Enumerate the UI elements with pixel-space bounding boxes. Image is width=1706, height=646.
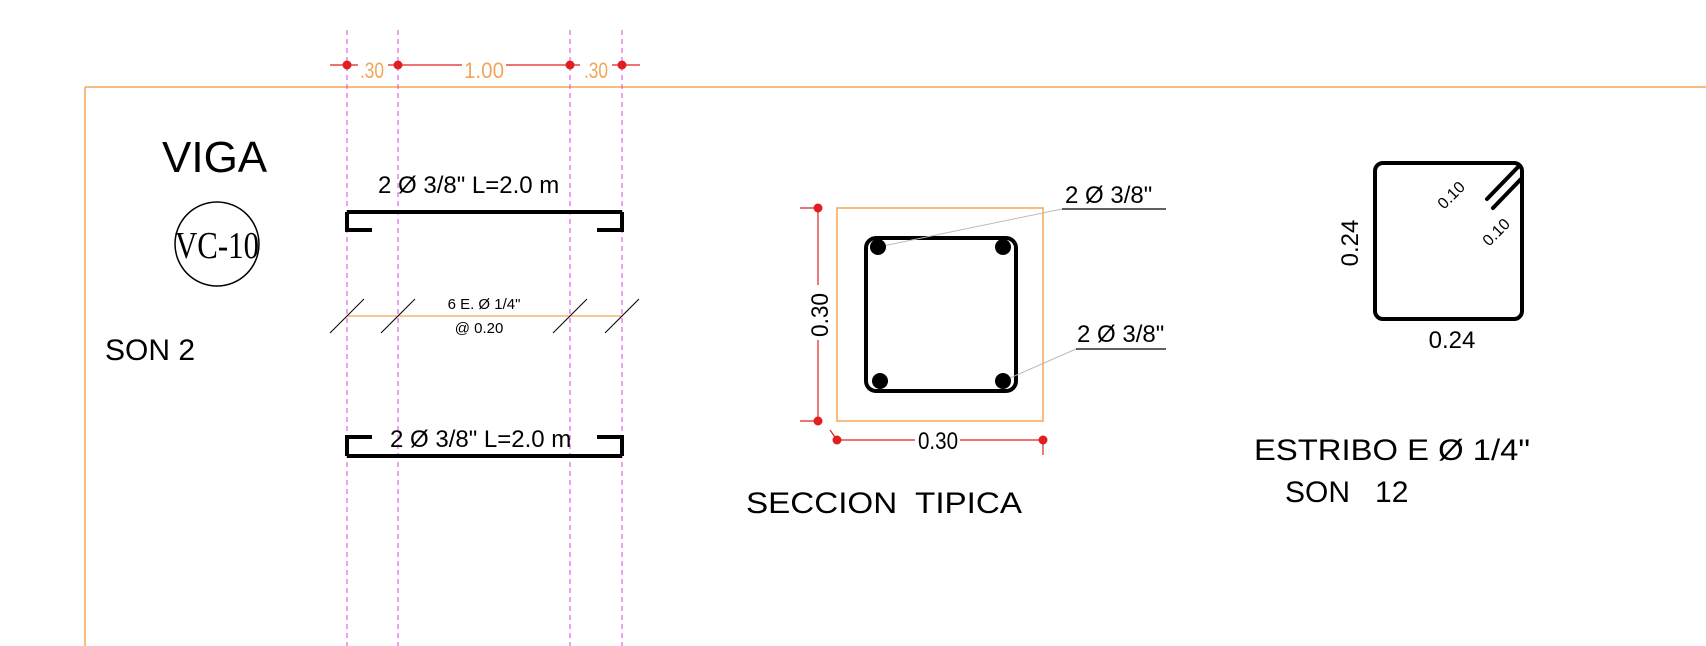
section-width-text: 0.30 <box>918 428 958 455</box>
stirrup-hook-2: 0.10 <box>1480 216 1514 250</box>
section-outline <box>836 207 1044 422</box>
stirrup-height-text: 0.24 <box>1337 220 1364 267</box>
stirrup-shape <box>1373 161 1524 321</box>
top-rebar-label: 2 Ø 3/8" L=2.0 m <box>378 172 559 199</box>
section-title: SECCION TIPICA <box>746 487 1022 520</box>
guide-lines <box>346 30 623 646</box>
dim-point <box>832 435 842 445</box>
beam-tag: VC-10 <box>174 201 260 287</box>
bottom-rebar-label: 2 Ø 3/8" L=2.0 m <box>390 426 571 453</box>
dim-point <box>1038 435 1048 445</box>
section-height-text: 0.30 <box>807 293 834 337</box>
dim-point <box>813 416 823 426</box>
sheet-border <box>84 86 1706 646</box>
section-bottom-bars-label: 2 Ø 3/8" <box>1077 321 1164 348</box>
rebar-dot <box>870 239 886 255</box>
beam-count: SON 2 <box>105 334 195 367</box>
dim-point <box>813 203 823 213</box>
dim-right-text: .30 <box>584 58 608 83</box>
stirrup-hook-1: 0.10 <box>1435 179 1469 213</box>
rebar-dot <box>995 239 1011 255</box>
top-dimension-chain: .30 1.00 .30 <box>330 58 640 83</box>
stirrups-line1: 6 E. Ø 1/4" <box>448 296 521 313</box>
section-top-bars-label: 2 Ø 3/8" <box>1065 182 1152 209</box>
stirrup-width-text: 0.24 <box>1429 327 1476 354</box>
stirrup-label-line2: SON 12 <box>1285 476 1408 509</box>
stirrup-label-line1: ESTRIBO E Ø 1/4" <box>1254 434 1530 467</box>
dim-left-text: .30 <box>360 58 384 83</box>
dim-point <box>565 60 575 70</box>
typical-section: 2 Ø 3/8" 2 Ø 3/8" 0.30 0.30 <box>800 182 1166 455</box>
dim-point <box>342 60 352 70</box>
dim-middle-text: 1.00 <box>464 58 504 83</box>
section-stirrup <box>864 236 1018 393</box>
stirrup-detail: 0.10 0.10 0.24 0.24 <box>1337 161 1524 354</box>
beam-title: VIGA <box>162 133 268 182</box>
stirrups-line2: @ 0.20 <box>455 320 504 337</box>
rebar-dot <box>995 373 1011 389</box>
dim-point <box>393 60 403 70</box>
top-rebar <box>345 210 624 232</box>
bottom-rebar <box>345 435 624 458</box>
stirrup-callout: 6 E. Ø 1/4" @ 0.20 <box>329 296 640 337</box>
dim-point <box>617 60 627 70</box>
beam-tag-text: VC-10 <box>175 225 259 267</box>
beam-tag-circle <box>174 201 260 287</box>
rebar-dot <box>872 373 888 389</box>
